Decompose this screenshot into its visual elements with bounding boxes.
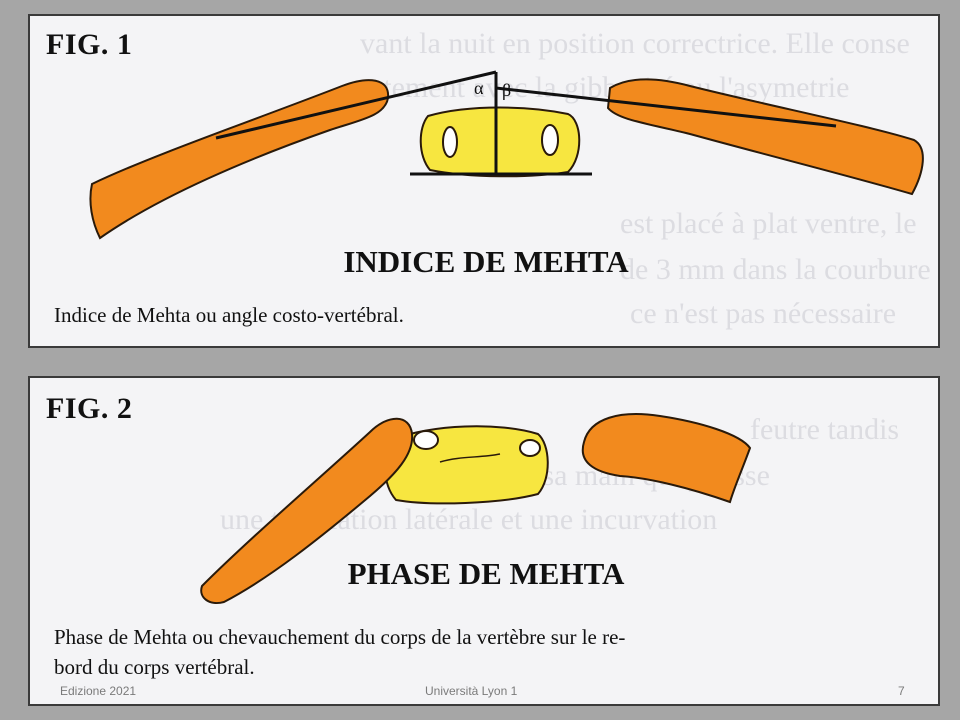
mehta-angle-illustration: α β bbox=[89, 70, 924, 240]
bleed-through-text: est placé à plat ventre, le bbox=[620, 207, 917, 240]
right-rib-shape bbox=[606, 78, 924, 196]
left-rib-shape bbox=[89, 79, 390, 240]
figure-2-panel: feutre tandis avec sa main qui pousse un… bbox=[28, 376, 940, 706]
figure-2-caption-line-1: Phase de Mehta ou chevauchement du corps… bbox=[54, 625, 626, 649]
vertebra-foramen-left bbox=[413, 430, 439, 450]
angle-beta-symbol: β bbox=[502, 80, 511, 100]
right-rib-shape bbox=[581, 413, 752, 504]
bleed-through-text: vant la nuit en position correctrice. El… bbox=[360, 27, 910, 60]
mehta-phase-illustration bbox=[200, 413, 752, 604]
bleed-through-text: de 3 mm dans la courbure bbox=[620, 253, 931, 286]
right-rib-axis-line bbox=[495, 86, 837, 128]
vertebra-foramen-left bbox=[442, 126, 458, 158]
figure-1-caption: Indice de Mehta ou angle costo-vertébral… bbox=[54, 303, 404, 327]
figure-1-label: FIG. 1 bbox=[46, 28, 133, 61]
figure-2-label: FIG. 2 bbox=[46, 392, 133, 425]
bleed-through-text: ce n'est pas nécessaire bbox=[630, 297, 897, 330]
vertebra-foramen-right bbox=[519, 439, 541, 457]
figure-1-heading: INDICE DE MEHTA bbox=[343, 244, 629, 279]
figure-1-panel: vant la nuit en position correctrice. El… bbox=[28, 14, 940, 348]
bleed-through-text: feutre tandis bbox=[750, 413, 900, 446]
footer-page-number: 7 bbox=[898, 684, 905, 698]
footer-edition: Edizione 2021 bbox=[60, 684, 137, 698]
left-rib-axis-line bbox=[215, 70, 497, 140]
bleed-through-text: ratement avec la gibbosité ou l'asymetri… bbox=[360, 71, 850, 104]
vertebra-body-shape bbox=[419, 106, 581, 178]
footer-university: Università Lyon 1 bbox=[425, 684, 518, 698]
vertebra-detail-line bbox=[439, 453, 501, 463]
left-rib-shape bbox=[200, 417, 414, 604]
figure-2-caption-line-2: bord du corps vertébral. bbox=[54, 655, 255, 679]
angle-alpha-symbol: α bbox=[474, 78, 484, 98]
vertebra-foramen-right bbox=[541, 124, 559, 156]
figure-2-heading: PHASE DE MEHTA bbox=[347, 556, 625, 591]
